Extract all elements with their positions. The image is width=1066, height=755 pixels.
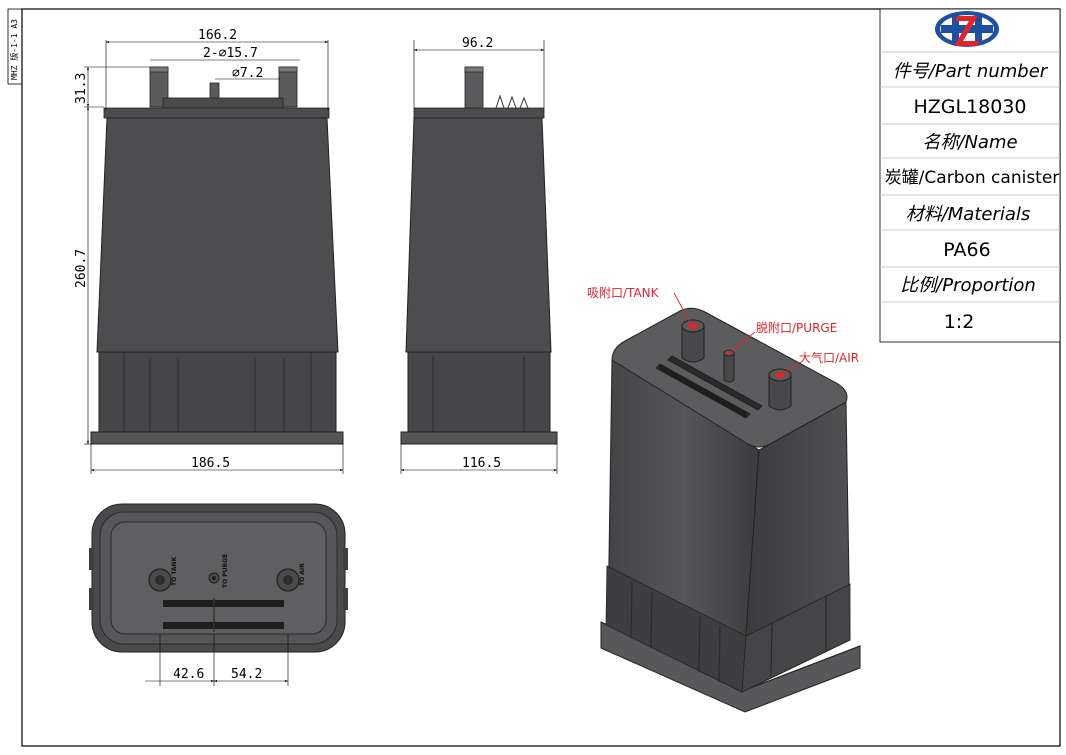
callout-air: 大气口/AIR: [799, 350, 859, 365]
proportion-value: 1:2: [944, 311, 975, 333]
dim-front-top-width: 166.2: [198, 28, 237, 43]
iso-port-purge: [723, 352, 735, 383]
side-flange: [400, 431, 558, 445]
top-view: TO TANK TO PURGE TO AIR 42.6 54.2: [89, 503, 348, 686]
callout-purge: 脱附口/PURGE: [756, 320, 837, 335]
side-body: [405, 117, 552, 353]
dim-side-base-width: 116.5: [462, 456, 501, 471]
top-port-label-air: TO AIR: [299, 563, 306, 586]
materials-label: 材料/Materials: [906, 204, 1031, 225]
dim-body-height: 260.7: [74, 249, 89, 288]
side-base: [407, 351, 551, 433]
dim-top-right-spacing: 54.2: [231, 667, 262, 682]
dim-port-dia-large: 2-∅15.7: [203, 46, 258, 61]
dim-port-height: 31.3: [74, 73, 89, 104]
title-block: 件号/Part number HZGL18030 名称/Name 炭罐/Carb…: [879, 8, 1061, 343]
dim-top-left-spacing: 42.6: [173, 667, 204, 682]
company-logo: [935, 11, 999, 47]
iso-port-air: [768, 374, 792, 411]
materials-value: PA66: [943, 239, 990, 261]
top-slot-upper: [163, 600, 284, 607]
top-port-label-tank: TO TANK: [171, 556, 178, 586]
dim-side-top-width: 96.2: [462, 36, 493, 51]
callout-tank: 吸附口/TANK: [587, 286, 660, 300]
top-slot-lower: [163, 622, 284, 629]
front-body: [96, 117, 339, 353]
name-label: 名称/Name: [922, 132, 1017, 153]
dim-front-base-width: 186.5: [191, 456, 230, 471]
sheet-edge-label: MHZ 版-1-1 A3: [9, 19, 19, 80]
iso-view: 吸附口/TANK 脱附口/PURGE 大气口/AIR: [587, 286, 861, 713]
front-view: 166.2 2-∅15.7 ∅7.2 31.3 260.7 186.5: [74, 28, 344, 474]
front-flange: [90, 431, 344, 445]
edge-strip: [7, 8, 23, 85]
side-view: 96.2 116.5: [400, 36, 558, 474]
front-base: [98, 351, 337, 433]
dim-port-dia-small: ∅7.2: [232, 66, 263, 81]
iso-port-tank: [681, 325, 705, 363]
top-port-label-purge: TO PURGE: [222, 554, 229, 588]
proportion-label: 比例/Proportion: [900, 275, 1036, 296]
part-number-label: 件号/Part number: [893, 61, 1049, 82]
name-value: 炭罐/Carbon canister: [885, 168, 1060, 188]
part-number-value: HZGL18030: [913, 96, 1026, 118]
side-port: [464, 66, 484, 110]
sheet-border: [21, 8, 1061, 747]
